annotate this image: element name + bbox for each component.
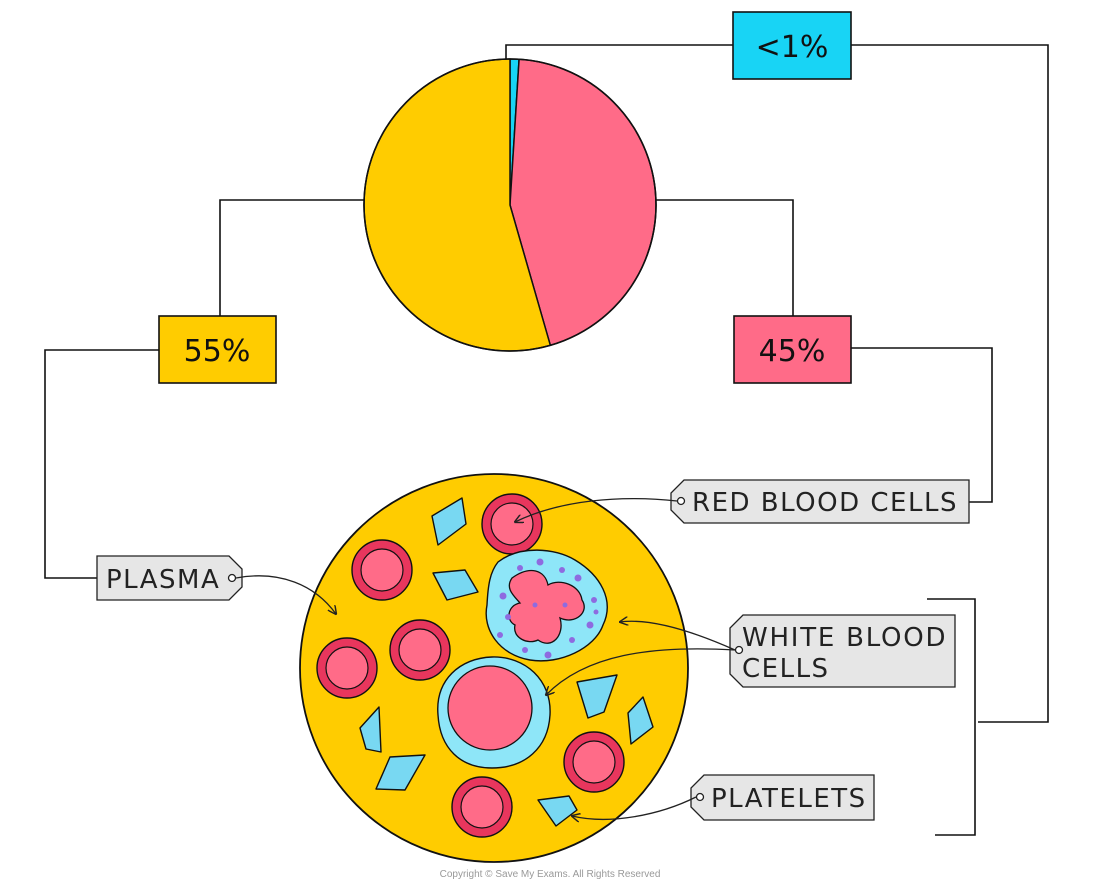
white-blood-cells-label: WHITE BLOOD CELLS: [729, 614, 956, 688]
white-blood-cell-neutrophil: [485, 549, 608, 662]
red-blood-cells-group: [316, 493, 625, 838]
wbc-platelets-percent-box: <1%: [732, 11, 852, 80]
copyright-notice: Copyright © Save My Exams. All Rights Re…: [440, 869, 661, 880]
red-cells-label-connector: [851, 347, 993, 503]
white-blood-cells-label-line1: WHITE BLOOD: [742, 623, 947, 653]
plasma-label-connector: [44, 349, 160, 579]
red-cells-arrow: [515, 498, 678, 522]
red-blood-cells-label-text: RED BLOOD CELLS: [692, 488, 958, 518]
platelet: [432, 569, 479, 601]
blood-composition-pie-chart: [363, 58, 657, 352]
blood-sample-illustration: [299, 473, 689, 863]
lobed-nucleus: [508, 569, 585, 644]
red-blood-cell: [481, 493, 543, 555]
white-blood-cell-lymphocyte: [437, 656, 551, 769]
white-blood-cells-label-line2: CELLS: [742, 654, 830, 684]
platelets-label-text: PLATELETS: [711, 784, 867, 814]
wbc-platelets-percent-text: <1%: [756, 30, 829, 65]
plasma-label-text: PLASMA: [106, 565, 220, 595]
plasma-connector: [219, 199, 365, 316]
wbc-platelets-right-connector: [851, 44, 1049, 723]
red-cells-percent-text: 45%: [759, 334, 826, 369]
platelet: [359, 706, 382, 753]
platelet: [627, 696, 654, 745]
platelet: [375, 754, 426, 791]
wbc-platelets-connector: [505, 44, 733, 62]
platelets-arrow: [572, 796, 697, 819]
plasma-arrow: [235, 575, 336, 614]
platelets-label: PLATELETS: [690, 774, 875, 821]
platelet: [576, 674, 618, 719]
red-blood-cell: [351, 539, 413, 601]
lymphocyte-nucleus: [447, 665, 533, 751]
platelet: [431, 497, 467, 546]
plasma-percent-text: 55%: [184, 334, 251, 369]
plasma-label: PLASMA: [96, 555, 243, 601]
connector-lines: [44, 44, 1049, 836]
granules: [497, 558, 599, 659]
platelets-group: [359, 497, 654, 827]
red-blood-cell: [563, 731, 625, 793]
cells-bracket: [927, 598, 976, 836]
red-blood-cells-label: RED BLOOD CELLS: [670, 479, 970, 524]
pie-outline: [363, 58, 657, 352]
pointer-arrows: [235, 498, 736, 820]
red-blood-cell: [389, 619, 451, 681]
red-cells-percent-box: 45%: [733, 315, 852, 384]
wbc-arrow-lymphocyte: [546, 648, 736, 695]
red-cells-connector: [656, 199, 794, 316]
red-blood-cell: [316, 637, 378, 699]
plasma-percent-box: 55%: [158, 315, 277, 384]
red-blood-cell: [451, 776, 513, 838]
wbc-arrow-neutrophil: [620, 621, 736, 651]
platelet: [537, 795, 578, 827]
